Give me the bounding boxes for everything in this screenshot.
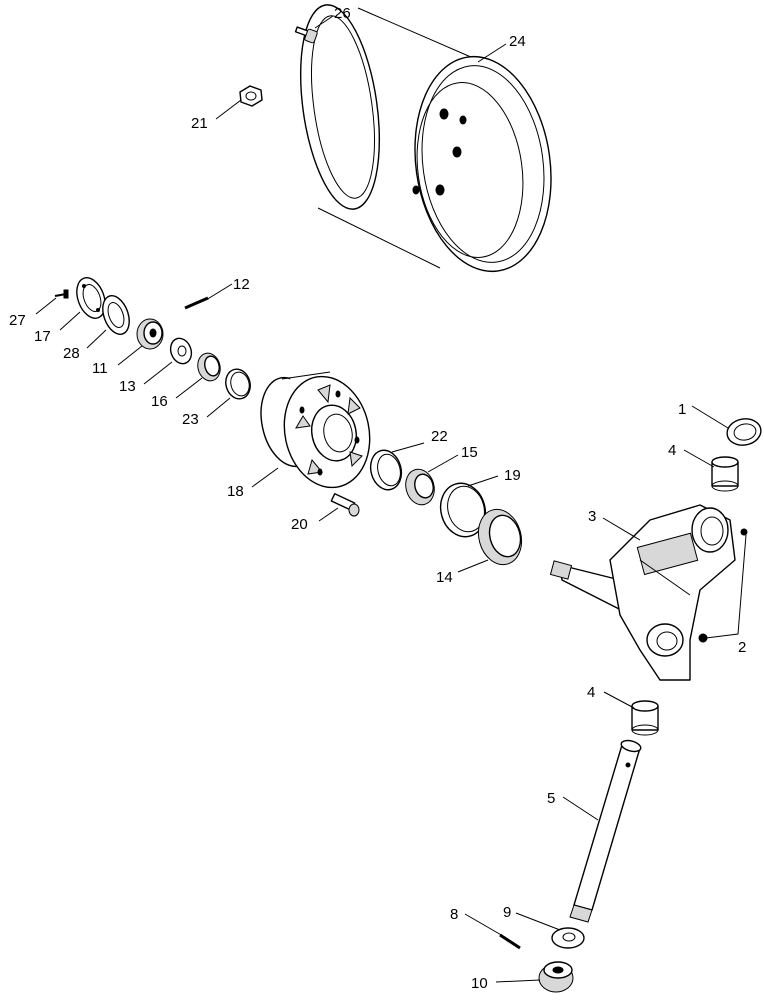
king-pin [569, 739, 642, 923]
wheel-stud [330, 493, 360, 517]
bearing-cup-23 [225, 368, 251, 400]
washer-9 [551, 927, 585, 949]
callout-9: 9 [503, 904, 511, 921]
callout-15: 15 [461, 444, 478, 461]
callout-23: 23 [182, 411, 199, 428]
wheel-bolt [294, 26, 318, 44]
callout-21: 21 [191, 115, 208, 132]
callout-18: 18 [227, 483, 244, 500]
ring-19 [439, 482, 487, 538]
cotter-pin-8 [499, 933, 521, 950]
callout-5: 5 [547, 790, 555, 807]
callout-17: 17 [34, 328, 51, 345]
callout-12: 12 [233, 276, 250, 293]
leader-lines [35, 15, 747, 983]
thrust-washer [726, 418, 762, 446]
callout-11: 11 [92, 360, 108, 377]
cotter-pin-12 [184, 296, 209, 310]
callout-22: 22 [431, 428, 448, 445]
callout-labels: 1 2 3 4 4 5 8 9 10 11 12 13 14 15 16 17 … [9, 5, 746, 992]
callout-16: 16 [151, 393, 168, 410]
bearing-cone-15 [405, 468, 435, 506]
callout-8: 8 [450, 906, 458, 923]
callout-13: 13 [119, 378, 136, 395]
seal-14 [477, 508, 523, 566]
callout-4-upper: 4 [668, 442, 676, 459]
callout-2: 2 [738, 639, 746, 656]
callout-24: 24 [509, 33, 526, 50]
bushing-lower [631, 700, 659, 736]
callout-1: 1 [678, 401, 686, 418]
washer-13 [169, 337, 193, 365]
bearing-cone-16 [197, 352, 221, 382]
cap-17 [76, 277, 106, 319]
callout-27: 27 [9, 312, 26, 329]
callout-3: 3 [588, 508, 596, 525]
callout-28: 28 [63, 345, 80, 362]
callout-10: 10 [471, 975, 488, 992]
callout-20: 20 [291, 516, 308, 533]
wheel-nut [239, 85, 263, 107]
bushing-upper [711, 456, 739, 492]
castle-nut-10 [538, 961, 574, 993]
wheel-rim [299, 4, 552, 273]
callout-14: 14 [436, 569, 453, 586]
wheel-hub [260, 370, 371, 489]
steering-spindle [549, 504, 736, 681]
callout-4-lower: 4 [587, 684, 595, 701]
callout-19: 19 [504, 467, 521, 484]
bearing-cup-22 [369, 449, 403, 491]
callout-26: 26 [334, 5, 351, 22]
screw-27 [54, 289, 69, 299]
gasket-28 [102, 295, 130, 335]
castle-nut-11 [136, 318, 164, 350]
